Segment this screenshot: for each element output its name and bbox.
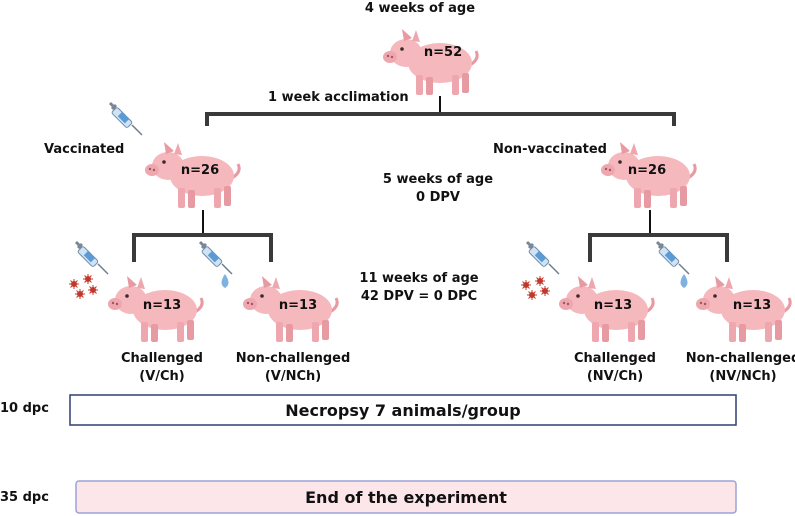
syringe-icon (655, 240, 691, 276)
syringe-icon (198, 240, 234, 276)
group-code-label: (V/Ch) (139, 369, 185, 384)
acclimation-split-bar (205, 112, 676, 126)
top-age-label: 4 weeks of age (365, 1, 475, 16)
lower-age-label: 11 weeks of age (359, 271, 478, 286)
group-n-label: n=13 (733, 298, 771, 313)
vaccinated-label: Vaccinated (44, 142, 124, 157)
group-n-label: n=13 (594, 298, 632, 313)
lower-dpv-label: 42 DPV = 0 DPC (361, 289, 477, 304)
necropsy-box (69, 394, 737, 426)
group-name-label: Challenged (121, 351, 203, 366)
group-name-label: Non-challenged (236, 351, 351, 366)
nonvaccinated-n-label: n=26 (628, 163, 666, 178)
timeline-day-label: 10 dpc (0, 401, 49, 416)
droplet-icon (680, 274, 688, 288)
vaccinated-n-label: n=26 (181, 163, 219, 178)
end-experiment-text: End of the experiment (305, 488, 507, 507)
nonvaccinated-label: Non-vaccinated (493, 142, 607, 157)
virus-icon (520, 275, 551, 301)
end-experiment-box (75, 480, 737, 514)
syringe-icon (525, 240, 561, 276)
necropsy-text: Necropsy 7 animals/group (285, 401, 520, 420)
vaccinated-split-bar (132, 233, 273, 262)
middle-dpv-label: 0 DPV (416, 190, 460, 205)
syringe-icon (74, 240, 110, 276)
acclimation-label: 1 week acclimation (268, 90, 409, 105)
syringe-icon (108, 101, 144, 137)
nonvaccinated-split-bar (588, 233, 729, 262)
group-code-label: (NV/NCh) (709, 369, 776, 384)
middle-age-label: 5 weeks of age (383, 172, 493, 187)
timeline-day-label: 35 dpc (0, 490, 49, 505)
group-code-label: (V/NCh) (265, 369, 321, 384)
virus-icon (68, 273, 99, 300)
droplet-icon (221, 274, 229, 288)
group-name-label: Non-challenged (686, 351, 795, 366)
pig-icon-all (381, 27, 479, 97)
group-name-label: Challenged (574, 351, 656, 366)
top-n-label: n=52 (424, 45, 462, 60)
group-n-label: n=13 (279, 298, 317, 313)
group-n-label: n=13 (143, 298, 181, 313)
group-code-label: (NV/Ch) (587, 369, 643, 384)
